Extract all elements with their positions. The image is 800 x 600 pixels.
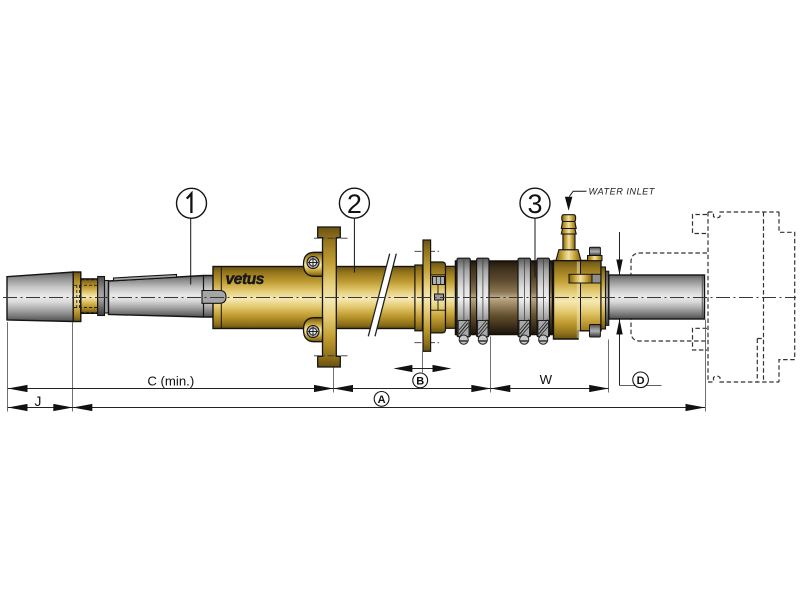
svg-text:B: B <box>416 375 424 387</box>
svg-text:3: 3 <box>527 189 542 219</box>
svg-text:W: W <box>540 372 553 387</box>
svg-text:C (min.): C (min.) <box>147 373 194 388</box>
svg-text:D: D <box>637 375 645 387</box>
svg-text:A: A <box>378 394 386 406</box>
svg-text:vetus: vetus <box>226 271 265 288</box>
svg-text:J: J <box>35 394 42 409</box>
svg-text:2: 2 <box>347 189 362 219</box>
svg-text:WATER INLET: WATER INLET <box>589 187 656 197</box>
